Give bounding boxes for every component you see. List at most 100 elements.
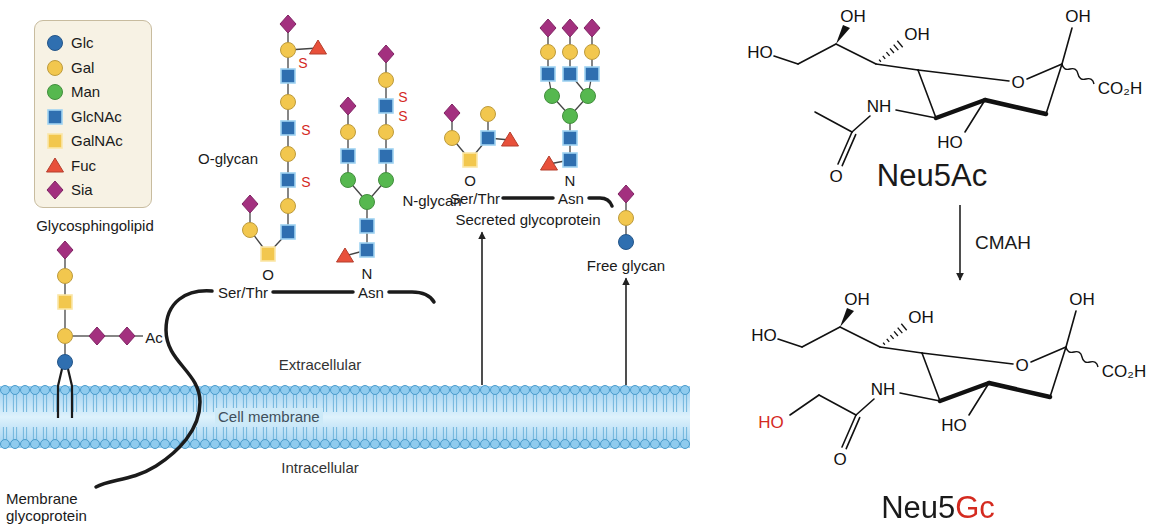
lipid-tail [63, 394, 64, 412]
glcnac-square [585, 67, 599, 81]
lipid-head [71, 440, 80, 449]
lipid-tail [633, 394, 634, 412]
chemical-bond [790, 395, 819, 415]
lipid-tail [436, 427, 437, 440]
lipid-head [511, 440, 520, 449]
lipid-tail [96, 394, 97, 412]
hashed-bond [901, 324, 906, 330]
gal-circle [243, 223, 258, 238]
lipid-tail [156, 427, 157, 440]
lipid-tail [493, 427, 494, 440]
lipid-tail [476, 427, 477, 440]
bold-ring-bond [936, 100, 985, 118]
hashed-bond [894, 331, 898, 336]
legend-text: Man [71, 83, 100, 101]
chemical-bond [918, 70, 1009, 81]
lipid-head [511, 386, 520, 395]
lipid-head [171, 386, 180, 395]
man-circle [48, 85, 63, 100]
lipid-tail [106, 394, 107, 412]
lipid-tail [383, 394, 384, 412]
lipid-tail [483, 394, 484, 412]
lipid-tail [606, 394, 607, 412]
lipid-tail [203, 394, 204, 412]
lipid-head [561, 386, 570, 395]
wedge-bond [836, 25, 850, 44]
chemical-bond [846, 418, 860, 449]
lipid-tail [486, 427, 487, 440]
lipid-head [441, 386, 450, 395]
lipid-tail [373, 427, 374, 440]
lipid-tail [553, 427, 554, 440]
lipid-tail [66, 394, 67, 412]
lipid-tail [106, 427, 107, 440]
lipid-tail [393, 427, 394, 440]
legend-text: GalNAc [71, 132, 123, 150]
lipid-tail [43, 427, 44, 440]
lipid-tail [643, 394, 644, 412]
lipid-head [671, 440, 680, 449]
lipid-tail [473, 394, 474, 412]
lipid-tail [506, 394, 507, 412]
lipid-tail [26, 427, 27, 440]
lipid-tail [546, 394, 547, 412]
fuc-triangle [310, 40, 327, 54]
lipid-tail [663, 394, 664, 412]
lipid-tail [623, 427, 624, 440]
legend-entry: Fuc [35, 156, 151, 176]
lipid-tail [336, 394, 337, 412]
chemical-bond [1050, 347, 1066, 397]
lipid-head [491, 386, 500, 395]
lipid-head [281, 440, 290, 449]
lipid-tail [76, 427, 77, 440]
lipid-tail [103, 394, 104, 412]
lipid-tail [653, 427, 654, 440]
lipid-tail [63, 427, 64, 440]
lipid-tail [453, 427, 454, 440]
glc-circle [48, 36, 63, 51]
lipid-tail [573, 427, 574, 440]
legend-text: Fuc [71, 157, 96, 175]
lipid-tail [33, 394, 34, 412]
glcnac-square [281, 225, 295, 239]
ceramide-anchor [58, 369, 72, 418]
lipid-tail [346, 427, 347, 440]
lipid-tail [403, 394, 404, 412]
lipid-head [601, 386, 610, 395]
chemical-bond [880, 347, 922, 353]
lipid-tail [426, 427, 427, 440]
lipid-tail [263, 427, 264, 440]
lipid-head [311, 440, 320, 449]
gal-circle [281, 199, 296, 214]
lipid-head [551, 440, 560, 449]
lipid-head [81, 440, 90, 449]
lipid-head [351, 440, 360, 449]
lipid-tail [283, 427, 284, 440]
lipid-tail [116, 427, 117, 440]
hashed-bond [897, 41, 902, 47]
region-label: Intracellular [281, 460, 359, 475]
lipid-tail [366, 427, 367, 440]
bold-ring-bond [940, 383, 989, 401]
lipid-head [231, 386, 240, 395]
lipid-head [281, 386, 290, 395]
legend-entry: Sia [35, 180, 151, 200]
gal-circle [541, 45, 556, 60]
lipid-head [451, 440, 460, 449]
n-glycan [337, 45, 395, 262]
o-glycan [242, 15, 327, 261]
lipid-tail [173, 394, 174, 412]
gal-circle [563, 45, 578, 60]
fuc-triangle [47, 158, 64, 172]
lipid-tail [323, 394, 324, 412]
protein-chain [389, 292, 434, 302]
lipid-head [381, 386, 390, 395]
glcnac-square [360, 219, 374, 233]
lipid-tail [513, 427, 514, 440]
chemical-bond [1066, 311, 1076, 347]
lipid-tail [673, 394, 674, 412]
lipid-head [211, 440, 220, 449]
lipid-tail [66, 427, 67, 440]
sulfate-mark: S [301, 175, 310, 189]
lipid-tail [656, 394, 657, 412]
